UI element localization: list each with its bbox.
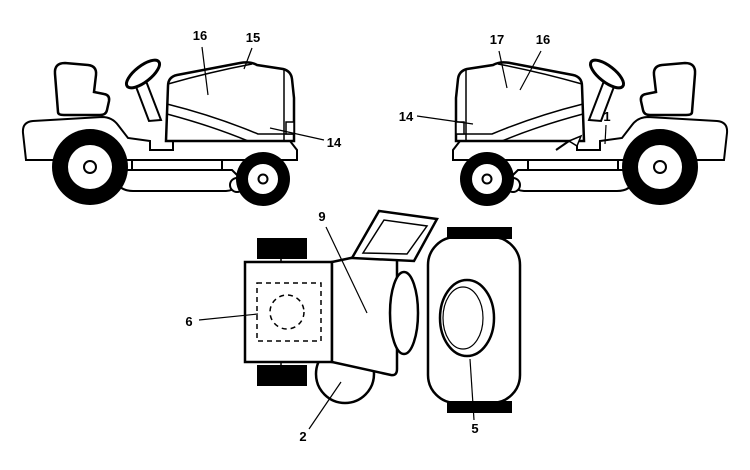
engine-compartment [243,260,334,364]
lever-rod [555,140,570,151]
bottom-left-wheel [257,365,307,386]
callout-line-9 [325,226,368,314]
left-side-tractor [21,53,299,208]
callout-label-15: 15 [246,30,260,45]
engine-cap-dashed [269,294,305,330]
callout-line-2 [308,381,342,430]
hood-top-view [330,247,399,377]
callout-label-1: 1 [603,109,610,124]
callout-label-9: 9 [318,209,325,224]
callout-line-17 [498,50,508,89]
top-view: 9 6 2 5 [185,209,522,444]
callout-line-14 [269,127,325,141]
callout-line-16b [519,50,542,91]
callout-line-1 [604,124,607,145]
callout-line-15 [243,47,253,70]
callout-label-14b: 14 [399,109,414,124]
bottom-right-wheel [447,401,512,413]
seat-top-view [438,278,496,358]
callout-label-5: 5 [471,421,478,436]
dash-column-ellipse [388,270,420,356]
lever-flag [567,134,583,148]
callout-line-14b [416,115,474,125]
seat-contour [442,286,484,350]
top-left-wheel [257,238,307,259]
callout-label-2: 2 [299,429,306,444]
callout-label-16b: 16 [536,32,550,47]
callout-label-14: 14 [327,135,342,150]
callout-label-6: 6 [185,314,192,329]
callout-line-6 [198,313,259,321]
engine-outline-dashed [256,282,322,342]
callout-label-17: 17 [490,32,504,47]
left-side-view: 16 15 14 [21,28,342,208]
steering-wheel-top-inner [361,219,429,255]
callout-line-5 [469,358,475,421]
callout-line-16 [201,46,209,96]
right-side-tractor [451,53,729,208]
top-right-wheel [447,227,512,239]
steering-wheel-top-outer [349,209,439,263]
callout-label-16: 16 [193,28,207,43]
right-side-view: 17 16 14 1 [399,32,729,208]
